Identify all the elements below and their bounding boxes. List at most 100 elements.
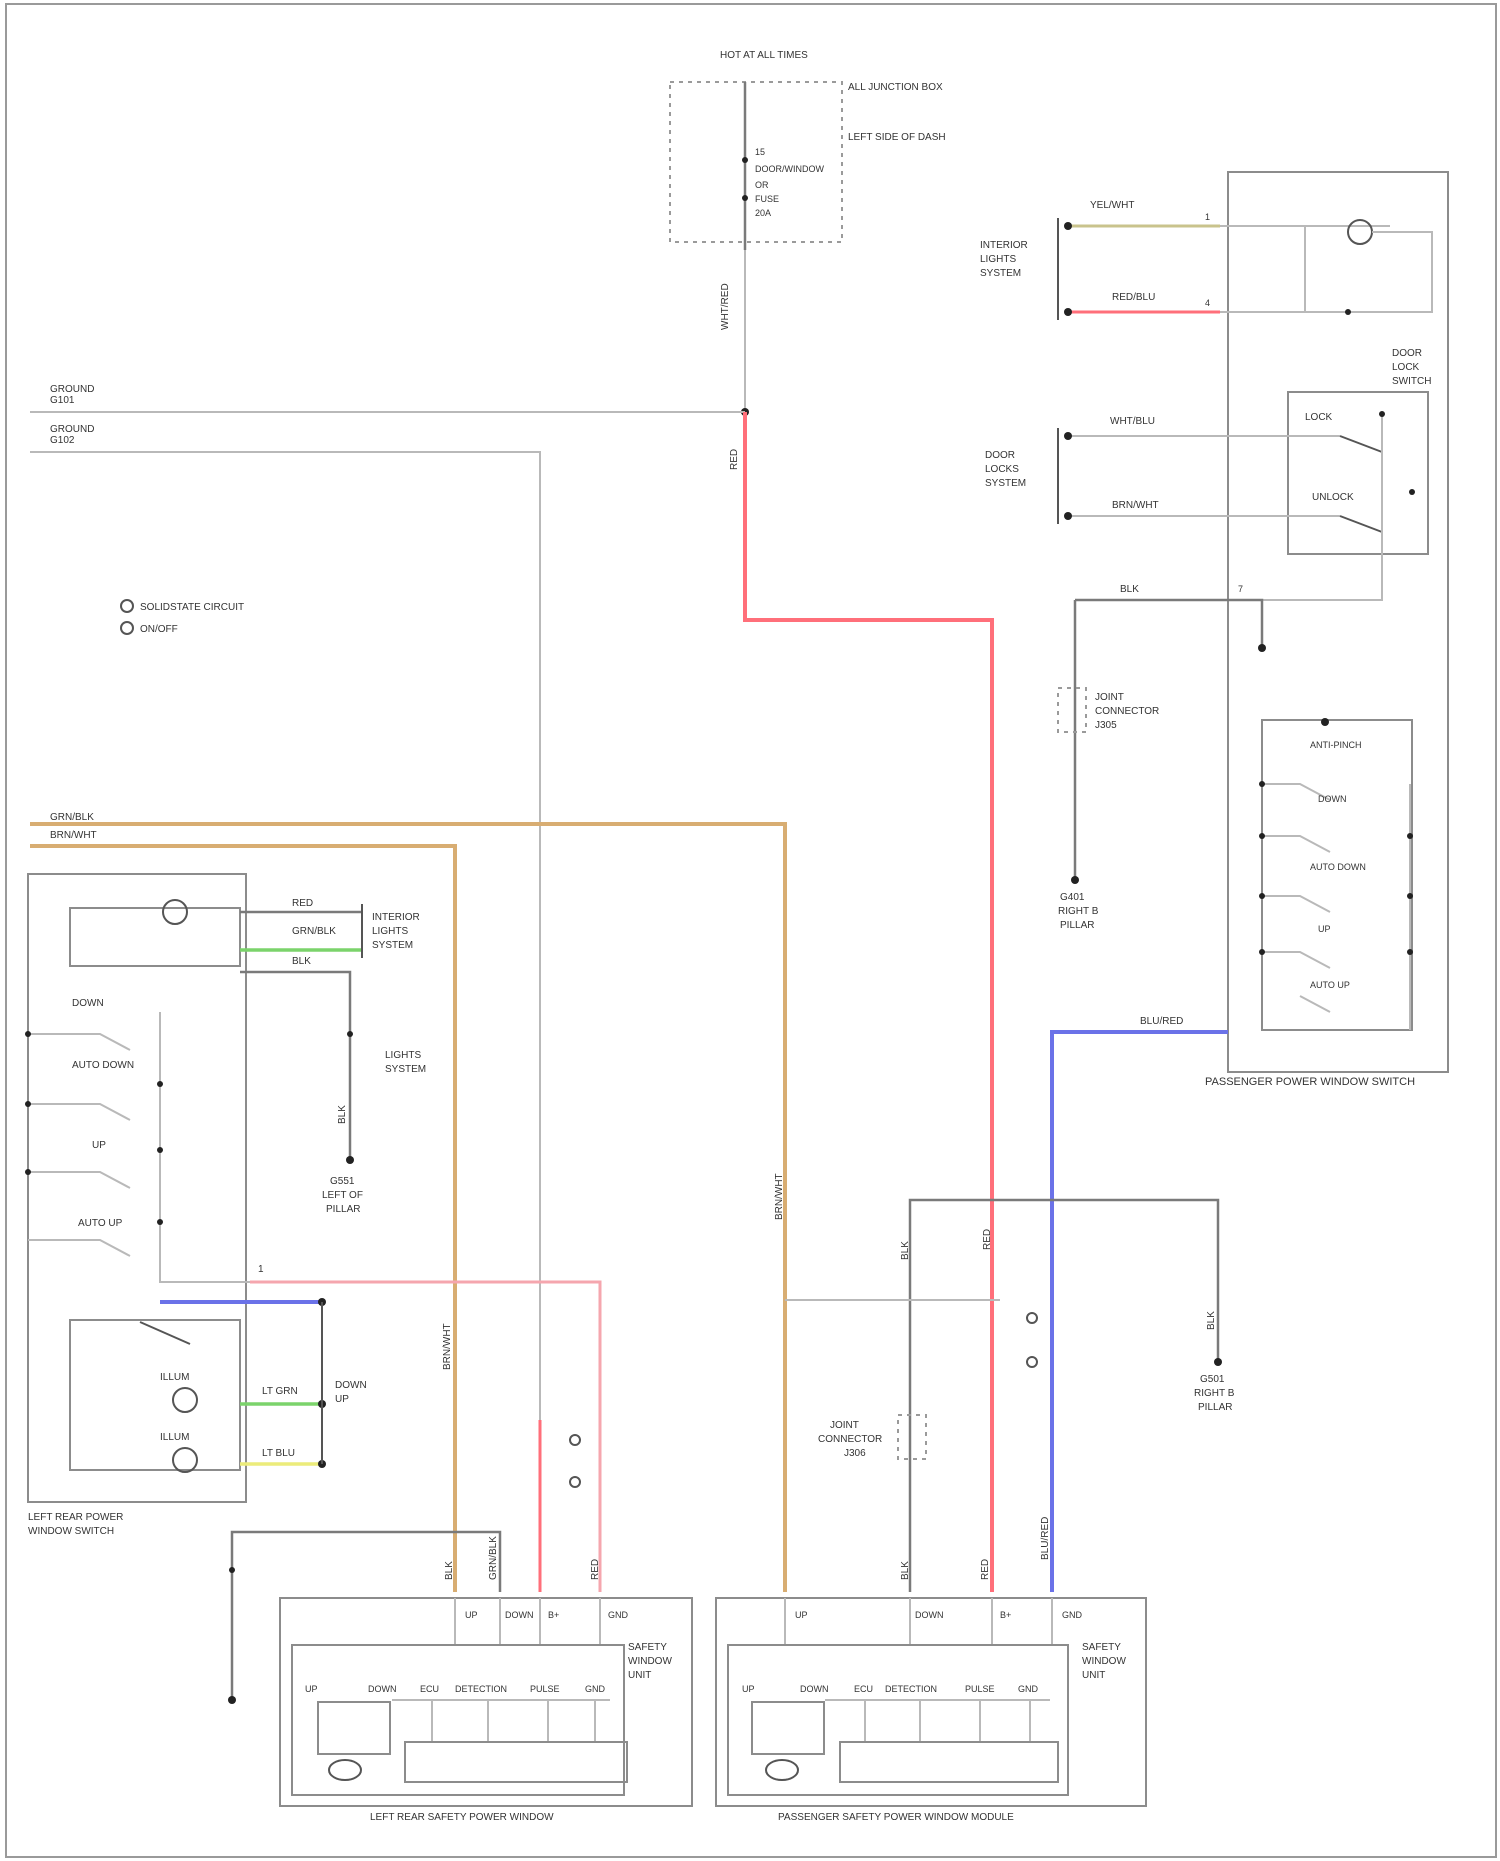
- pass-ground-1: G401: [1060, 892, 1085, 903]
- fuse-box-subtitle: LEFT SIDE OF DASH: [848, 132, 946, 143]
- joint-3: J305: [1095, 720, 1117, 731]
- lu-term-4: GND: [608, 1610, 629, 1620]
- ru-term-1: UP: [795, 1610, 808, 1620]
- lr-bulb-2: ILLUM: [160, 1432, 189, 1443]
- lu-inner-6: GND: [585, 1684, 606, 1694]
- lr-illum-wire-2: GRN/BLK: [292, 926, 336, 937]
- pin-label-2: 4: [1205, 298, 1210, 308]
- illum-group-2: LIGHTS: [980, 254, 1016, 265]
- joint-1: JOINT: [1095, 692, 1124, 703]
- win-pos-anti-pinch: ANTI-PINCH: [1310, 740, 1362, 750]
- lu-title: LEFT REAR SAFETY POWER WINDOW: [370, 1812, 554, 1823]
- ru-inner-3: ECU: [854, 1684, 873, 1694]
- lr-pos-down: DOWN: [72, 998, 104, 1009]
- lock-wire-1: WHT/BLU: [1110, 416, 1155, 427]
- left-safety-window-unit: LEFT REAR SAFETY POWER WINDOW SAFETY WIN…: [280, 1598, 692, 1823]
- fuse-line-5: 20A: [755, 208, 771, 218]
- lu-tag-3: BLK: [444, 1561, 455, 1580]
- rb-joint-2: CONNECTOR: [818, 1434, 882, 1445]
- lu-module-3: UNIT: [628, 1670, 651, 1681]
- lr-illum-wire-3: BLK: [292, 956, 311, 967]
- legend-item-1: SOLIDSTATE CIRCUIT: [140, 602, 244, 613]
- lr-bottom-wire-2: LT BLU: [262, 1448, 295, 1459]
- lu-term-3: B+: [548, 1610, 559, 1620]
- legend: SOLIDSTATE CIRCUIT ON/OFF: [121, 600, 244, 635]
- win-pos-down: DOWN: [1318, 794, 1347, 804]
- ru-inner-6: GND: [1018, 1684, 1039, 1694]
- lr-switch-title-2: WINDOW SWITCH: [28, 1526, 114, 1537]
- lr-pin-label: 1: [258, 1264, 264, 1275]
- pin-label-3: 7: [1238, 584, 1243, 594]
- ru-module-3: UNIT: [1082, 1670, 1105, 1681]
- rb-wire-3: BLK: [1206, 1311, 1217, 1330]
- win-pos-up: UP: [1318, 924, 1331, 934]
- legend-item-2: ON/OFF: [140, 624, 178, 635]
- lu-tag-2: GRN/BLK: [488, 1536, 499, 1580]
- fuse-line-1: 15: [755, 147, 765, 157]
- lr-pos-up: UP: [92, 1140, 106, 1151]
- pin-label-1: 1: [1205, 212, 1210, 222]
- fuse-box: HOT AT ALL TIMES ALL JUNCTION BOX LEFT S…: [670, 50, 946, 416]
- illum-group-3: SYSTEM: [980, 268, 1021, 279]
- pass-ground-2: RIGHT B: [1058, 906, 1099, 917]
- lr-light-group-1: LIGHTS: [385, 1050, 421, 1061]
- rb-wire-1: BLK: [900, 1241, 911, 1260]
- win-pos-auto-down: AUTO DOWN: [1310, 862, 1366, 872]
- rb-ground-2: RIGHT B: [1194, 1388, 1235, 1399]
- lr-pos-auto-up: AUTO UP: [78, 1218, 123, 1229]
- lr-ground-3: PILLAR: [326, 1204, 360, 1215]
- lu-inner-3: ECU: [420, 1684, 439, 1694]
- fuse-line-4: FUSE: [755, 194, 779, 204]
- lock-switch-title-1: DOOR: [1392, 348, 1422, 359]
- lock-pos-lock: LOCK: [1305, 412, 1333, 423]
- red-wire-label: RED: [729, 449, 740, 470]
- diagram-frame: [6, 4, 1496, 1857]
- ru-tag-4: BLU/RED: [1040, 1517, 1051, 1560]
- lr-illum-group-2: LIGHTS: [372, 926, 408, 937]
- pass-blu-wire: BLU/RED: [1140, 1016, 1183, 1027]
- lr-ground-1: G551: [330, 1176, 355, 1187]
- win-pos-auto-up: AUTO UP: [1310, 980, 1350, 990]
- ru-inner-2: DOWN: [800, 1684, 829, 1694]
- illum-label-1: YEL/WHT: [1090, 200, 1134, 211]
- lr-light-group-2: SYSTEM: [385, 1064, 426, 1075]
- fuse-hot-label: HOT AT ALL TIMES: [720, 50, 808, 61]
- ru-term-3: B+: [1000, 1610, 1011, 1620]
- illum-group-1: INTERIOR: [980, 240, 1028, 251]
- lr-ground-branch: [228, 1532, 500, 1704]
- blk-label-1: BLK: [1120, 584, 1139, 595]
- ru-inner-1: UP: [742, 1684, 755, 1694]
- lr-module-wires: BRN/WHT GRN/BLK BLK RED BRN/WHT BLK RED …: [442, 1173, 1051, 1592]
- lr-illum-wire-1: RED: [292, 898, 313, 909]
- fuse-line-3: OR: [755, 180, 769, 190]
- lu-term-2: DOWN: [505, 1610, 534, 1620]
- feed-top-2: G101: [50, 395, 75, 406]
- lu-term-1: UP: [465, 1610, 478, 1620]
- rb-ground-3: PILLAR: [1198, 1402, 1232, 1413]
- rb-wire-2: RED: [982, 1229, 993, 1250]
- lu-inner-5: PULSE: [530, 1684, 560, 1694]
- lr-illum-group-3: SYSTEM: [372, 940, 413, 951]
- ru-inner-4: DETECTION: [885, 1684, 937, 1694]
- lr-illum-group-1: INTERIOR: [372, 912, 420, 923]
- ru-tag-2: BLK: [900, 1561, 911, 1580]
- ru-module-1: SAFETY: [1082, 1642, 1121, 1653]
- lr-ground-wire: BLK: [337, 1105, 348, 1124]
- lu-inner-1: UP: [305, 1684, 318, 1694]
- ru-tag-3: RED: [980, 1559, 991, 1580]
- lock-switch-title-3: SWITCH: [1392, 376, 1431, 387]
- lu-module-1: SAFETY: [628, 1642, 667, 1653]
- lu-inner-4: DETECTION: [455, 1684, 507, 1694]
- lu-tag-4: RED: [590, 1559, 601, 1580]
- rb-joint-1: JOINT: [830, 1420, 859, 1431]
- rb-ground-1: G501: [1200, 1374, 1225, 1385]
- tan-feed-2: BRN/WHT: [50, 830, 97, 841]
- illum-label-2: RED/BLU: [1112, 292, 1155, 303]
- ru-term-4: GND: [1062, 1610, 1083, 1620]
- fuse-box-title: ALL JUNCTION BOX: [848, 82, 943, 93]
- lu-inner-2: DOWN: [368, 1684, 397, 1694]
- red-main-feed: RED: [729, 412, 992, 1592]
- feed-top-1: GROUND: [50, 384, 94, 395]
- lu-module-2: WINDOW: [628, 1656, 672, 1667]
- lock-group-1: DOOR: [985, 450, 1015, 461]
